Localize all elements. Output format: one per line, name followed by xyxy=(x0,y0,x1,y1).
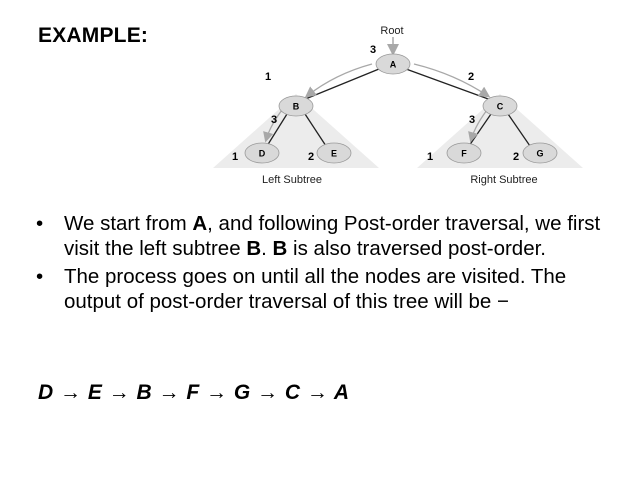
bullet-1-text-1: We start from xyxy=(64,212,193,235)
bullet-1-text-2: , and following Post-order traversal, we… xyxy=(64,212,601,260)
bullet-1-bold-a: A xyxy=(192,212,208,235)
node-e: E xyxy=(316,142,352,164)
step-number-a-right: 2 xyxy=(468,71,474,83)
bullet-1-text-4: is also traversed post-order. xyxy=(287,236,546,260)
step-number-root: 3 xyxy=(370,44,376,56)
node-f-label: F xyxy=(461,149,467,159)
node-c: C xyxy=(482,95,518,117)
arrow-a-right xyxy=(413,63,491,98)
root-label: Root xyxy=(380,25,403,37)
step-number-e: 2 xyxy=(308,151,314,163)
node-c-label: C xyxy=(497,102,504,112)
arrow-c-down xyxy=(468,109,488,143)
step-number-a-left: 1 xyxy=(265,71,271,83)
step-number-b: 3 xyxy=(271,114,277,126)
node-a: A xyxy=(375,53,411,75)
node-d: D xyxy=(244,142,280,164)
node-f: F xyxy=(446,142,482,164)
bullet-2-text: The process goes on until all the nodes … xyxy=(64,265,567,313)
bullet-1-text-3: . xyxy=(261,236,273,260)
bullet-1-bold-b: B xyxy=(246,236,262,260)
step-number-d: 1 xyxy=(232,151,238,163)
edge-a-b xyxy=(302,68,380,101)
arrow-a-left xyxy=(304,63,373,98)
caption-left-subtree: Left Subtree xyxy=(262,174,322,186)
bullet-item-2: • The process goes on until all the nodes… xyxy=(36,265,621,314)
slide-heading: EXAMPLE: xyxy=(38,24,149,47)
node-g: G xyxy=(522,142,558,164)
caption-right-subtree: Right Subtree xyxy=(470,174,537,186)
arrow-b-down xyxy=(263,109,283,143)
tree-diagram: A B C D E F G Root 3 1 2 3 3 1 2 1 2 Lef… xyxy=(213,25,583,186)
bullet-marker: • xyxy=(36,212,44,235)
step-number-g: 2 xyxy=(513,151,519,163)
bullet-list: • We start from A, and following Post-ord… xyxy=(36,212,621,318)
node-b: B xyxy=(278,95,314,117)
step-number-c: 3 xyxy=(469,114,475,126)
node-a-label: A xyxy=(390,60,397,70)
edge-b-e xyxy=(304,113,327,147)
bullet-marker: • xyxy=(36,265,44,288)
node-e-label: E xyxy=(331,149,337,159)
edge-a-c xyxy=(405,68,492,101)
traversal-result: D → E → B → F → G → C → A xyxy=(38,381,350,404)
edge-c-g xyxy=(507,113,531,147)
bullet-item-1: • We start from A, and following Post-ord… xyxy=(36,212,621,261)
bullet-1-bold-b-2: B xyxy=(272,236,288,260)
step-number-f: 1 xyxy=(427,151,433,163)
node-b-label: B xyxy=(293,102,300,112)
node-g-label: G xyxy=(536,149,543,159)
node-d-label: D xyxy=(259,149,266,159)
